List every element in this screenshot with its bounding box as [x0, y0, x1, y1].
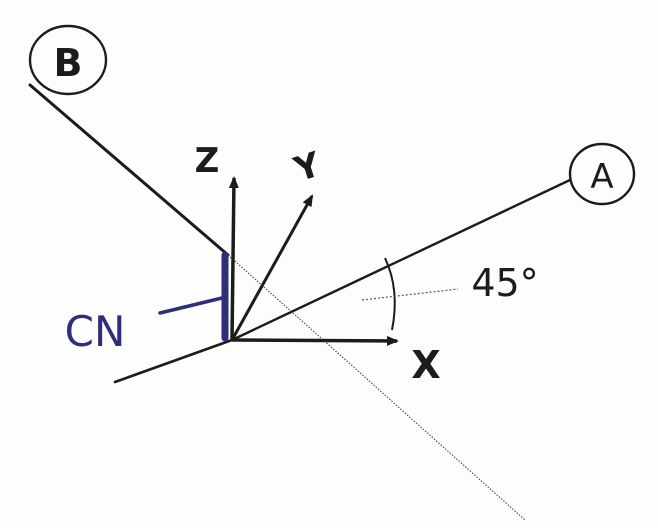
point-b-circle: [28, 24, 108, 96]
x-axis: [231, 335, 399, 346]
point-a-circle: [568, 142, 636, 206]
cn-label: CN: [65, 307, 126, 356]
member-a-line: [230, 178, 572, 342]
point-a-label: A: [590, 157, 613, 197]
member-b-extension: [227, 254, 526, 521]
member-b-line: [28, 83, 230, 257]
angle-label: 45°: [471, 261, 538, 305]
y-axis: [230, 194, 314, 341]
angle-arc: [384, 257, 396, 331]
angle-leader-line: [361, 288, 459, 301]
member-tail: [113, 338, 234, 384]
x-axis-label: X: [411, 343, 440, 387]
cn-leader-line: [158, 296, 224, 315]
point-b-label: B: [54, 41, 83, 85]
z-axis-label: Z: [195, 141, 220, 181]
y-axis-label: Y: [289, 145, 326, 191]
z-axis: [228, 176, 239, 341]
